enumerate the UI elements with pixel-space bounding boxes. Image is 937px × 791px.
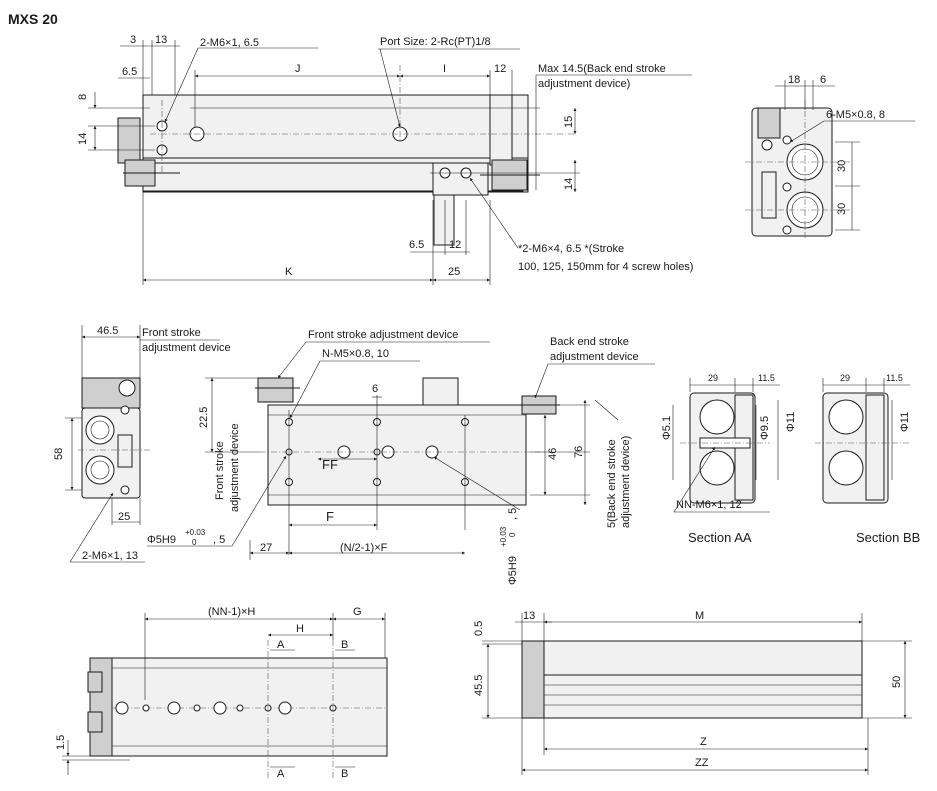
callout-max-14-5-line2: adjustment device) [538,78,630,90]
label-front-stroke-vertical: Front stroke [214,441,226,500]
dim-phi11-b: Φ11 [899,412,911,432]
dim-Z: Z [700,736,707,748]
end-view-left: 46.5 Front stroke adjustment device 58 2… [53,325,231,563]
dim-12: 12 [494,63,506,75]
callout-phi5-right-depth: , 5 [507,508,519,520]
dim-6-5: 6.5 [122,66,137,78]
dim-H: H [296,623,304,635]
dim-13: 13 [155,34,167,46]
dim-18: 18 [788,74,800,86]
dim-ZZ: ZZ [695,757,709,769]
dim-6-5-bottom: 6.5 [409,239,424,251]
section-aa: 29 11.5 Φ5.1 Φ9.5 Φ11 NN-M6×1, 12 Sectio… [661,373,797,545]
dim-25: 25 [448,266,460,278]
dim-nn-h: (NN-1)×H [208,606,255,618]
dim-30-b: 30 [836,203,848,215]
main-view: Front stroke adjustment device N-M5×0.8,… [147,329,655,585]
dim-29-b: 29 [840,373,850,383]
dim-11-5-a: 11.5 [758,373,775,383]
top-view: 3 13 2-M6×1, 6.5 Port Size: 2-Rc(PT)1/8 … [77,34,693,285]
dim-30-a: 30 [836,160,848,172]
callout-port-size: Port Size: 2-Rc(PT)1/8 [380,36,491,48]
section-mark-a-top: A [277,639,285,651]
dim-phi11-a: Φ11 [785,412,797,432]
dim-15: 15 [563,116,575,128]
dim-K: K [285,266,293,278]
dim-6-top: 6 [820,74,826,86]
callout-nn-m6: NN-M6×1, 12 [676,499,742,511]
section-mark-b-bottom: B [341,768,348,780]
dim-F: F [326,509,334,524]
dim-I: I [443,63,446,75]
section-bb: 29 11.5 Φ11 Section BB [815,373,920,545]
dim-29-a: 29 [708,373,718,383]
dim-5-back: 5(Back end stroke [606,439,618,528]
dim-22-5: 22.5 [198,407,210,428]
bottom-view: (NN-1)×H G H A B A B 1.5 [55,606,388,780]
callout-phi5-right: Φ5H9 [507,556,519,585]
dim-58: 58 [53,448,65,460]
callout-m6x4-line2: 100, 125, 150mm for 4 screw holes) [518,261,693,273]
dim-50: 50 [891,676,903,688]
dim-n2f: (N/2-1)×F [340,542,388,554]
callout-phi5-left: Φ5H9 [147,534,176,546]
dim-phi9-5: Φ9.5 [759,416,771,440]
dim-1-5: 1.5 [55,735,67,750]
dim-27: 27 [260,542,272,554]
dim-J: J [295,63,301,75]
callout-front-stroke-device: Front stroke adjustment device [308,329,458,341]
dim-G: G [353,606,362,618]
dim-76: 76 [573,446,585,458]
tol-lower-right: 0 [508,532,517,537]
label-front-stroke-line2: adjustment device [142,342,231,354]
callout-back-stroke: Back end stroke [550,336,629,348]
dim-8: 8 [77,94,89,100]
callout-n-m5: N-M5×0.8, 10 [322,348,389,360]
tol-lower-left: 0 [192,538,197,547]
label-front-stroke: Front stroke [142,327,201,339]
caption-section-bb: Section BB [856,530,920,545]
dim-M: M [695,610,704,622]
end-plate [117,117,141,164]
drawing-title: MXS 20 [8,11,58,27]
callout-m5: 6-M5×0.8, 8 [826,109,885,121]
callout-m6x13: 2-M6×1, 13 [82,550,138,562]
dim-phi5-1: Φ5.1 [661,416,673,440]
callout-back-stroke-line2: adjustment device [550,351,639,363]
dim-5-back-line2: adjustment device) [620,436,632,528]
caption-section-aa: Section AA [688,530,752,545]
dim-11-5-b: 11.5 [886,373,903,383]
callout-m6-65: 2-M6×1, 6.5 [200,37,259,49]
dim-13-side: 13 [523,610,535,622]
dim-0-5: 0.5 [473,621,485,636]
dim-12-bottom: 12 [449,239,461,251]
dim-3: 3 [130,34,136,46]
callout-max-14-5: Max 14.5(Back end stroke [538,63,666,75]
dim-6: 6 [372,383,378,395]
dim-46: 46 [547,448,559,460]
dim-46-5: 46.5 [97,325,118,337]
dim-45-5: 45.5 [473,675,485,696]
slide-table [267,404,527,506]
dim-14-left: 14 [77,133,89,145]
tol-upper-left: +0.03 [185,528,206,537]
dim-14-right: 14 [563,178,575,190]
section-mark-b-top: B [341,639,348,651]
section-mark-a-bottom: A [277,768,285,780]
tol-upper-right: +0.03 [499,526,508,547]
side-view: 13 M 0.5 45.5 50 Z ZZ [473,610,912,775]
end-view-right: 18 6 6-M5×0.8, 8 30 30 [745,74,915,240]
label-front-stroke-vertical-line2: adjustment device [229,423,241,512]
callout-phi5-left-depth: , 5 [213,534,225,546]
dim-25-end: 25 [118,511,130,523]
dim-FF: FF [322,457,338,472]
callout-m6x4: *2-M6×4, 6.5 *(Stroke [518,243,624,255]
